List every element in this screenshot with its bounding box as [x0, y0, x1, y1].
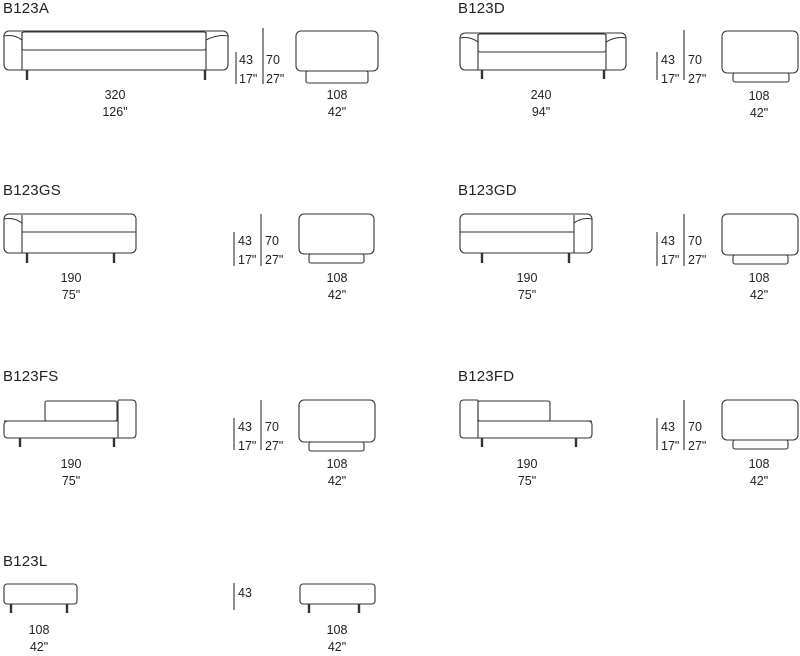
product-code-b123gs: B123GS [3, 182, 61, 199]
b123l-seat-height: 43 [238, 586, 252, 600]
b123d-front-view [459, 32, 627, 79]
b123gs-side-view [298, 213, 375, 264]
b123gd-height-markers [656, 214, 685, 266]
b123fd-side-view [721, 399, 799, 450]
b123d-side-view [721, 30, 799, 83]
product-code-b123l: B123L [3, 553, 48, 570]
b123gd-front-view [459, 213, 593, 263]
b123fs-side-view [298, 399, 376, 452]
b123a-height-markers [235, 28, 264, 84]
b123l-front-view [3, 583, 78, 613]
product-code-b123gd: B123GD [458, 182, 517, 199]
b123a-front-view [3, 30, 229, 80]
b123gs-front-view [3, 213, 137, 263]
b123a-side-view [295, 30, 379, 84]
product-code-b123fs: B123FS [3, 368, 59, 385]
product-code-b123fd: B123FD [458, 368, 515, 385]
product-code-b123d: B123D [458, 0, 505, 17]
b123fd-height-markers [656, 400, 685, 450]
b123fs-height-markers [233, 400, 262, 450]
b123fd-front-view [459, 399, 593, 447]
b123gd-side-view [721, 213, 799, 265]
b123gs-height-markers [233, 214, 262, 266]
b123fs-front-view [3, 399, 137, 447]
b123l-side-view [299, 583, 376, 613]
product-code-b123a: B123A [3, 0, 50, 17]
b123d-height-markers [656, 30, 685, 80]
